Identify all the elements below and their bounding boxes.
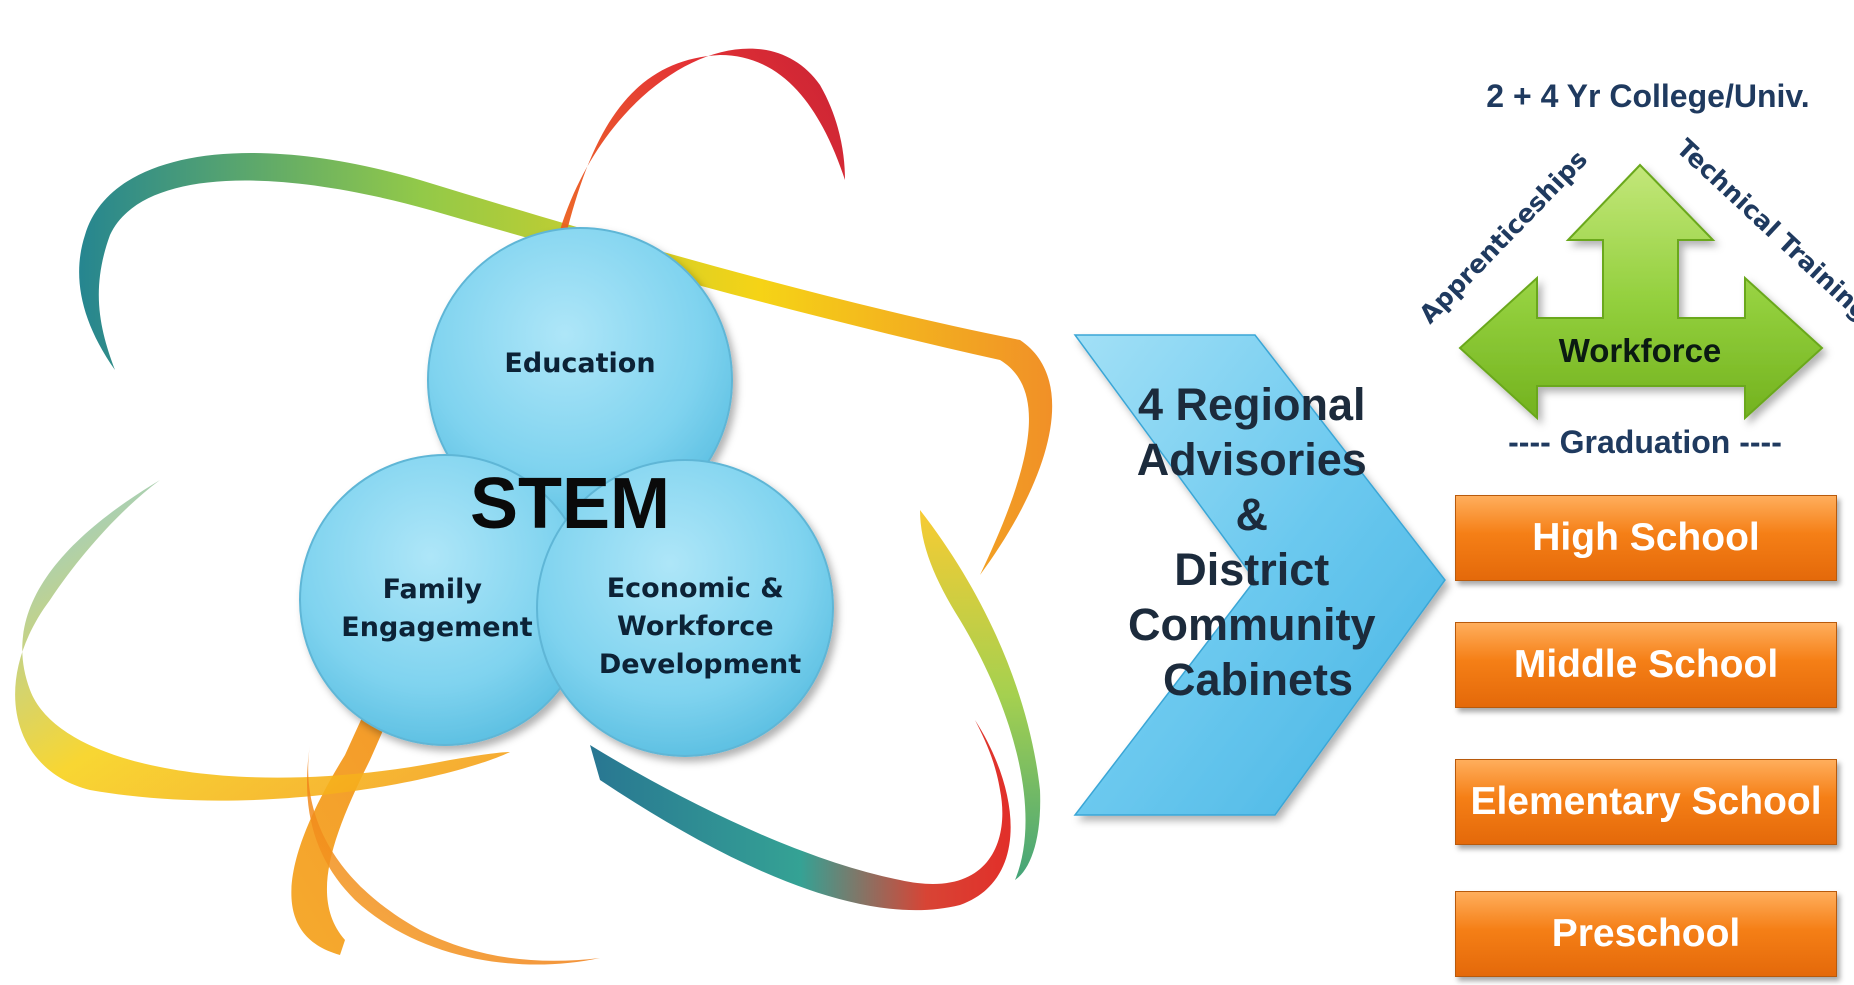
college-heading: 2 + 4 Yr College/Univ. [1486,78,1809,114]
stem-title: STEM [470,464,670,544]
ribbon-blue-yellow [15,480,510,801]
chevron-label: 4 Regional Advisories & District Communi… [1128,379,1388,705]
middle-school-box: Middle School [1455,622,1837,708]
chevron-arrow [1073,334,1446,816]
ribbon-teal-red [590,720,1011,911]
ribbon-yellow-green [920,510,1041,880]
economic-workforce-label: Economic & Workforce Development [599,573,801,680]
stem-circles [299,227,834,757]
graduation-divider: ---- Graduation ---- [1508,424,1782,460]
economic-workforce-circle [536,459,834,757]
apprenticeships-label: Apprenticeships [1413,145,1593,330]
workforce-arrow [1458,163,1824,421]
ribbon-orange-lower [307,745,600,965]
high-school-box: High School [1455,495,1837,581]
circle-labels: Education Family Engagement Economic & W… [341,348,801,680]
workforce-label: Workforce [1559,332,1722,369]
family-engagement-label: Family Engagement [341,574,533,643]
elementary-school-box: Elementary School [1455,759,1837,845]
preschool-box: Preschool [1455,891,1837,977]
education-label: Education [504,348,655,379]
three-way-arrow-shape [1458,163,1824,421]
chevron-shape [1073,334,1446,816]
